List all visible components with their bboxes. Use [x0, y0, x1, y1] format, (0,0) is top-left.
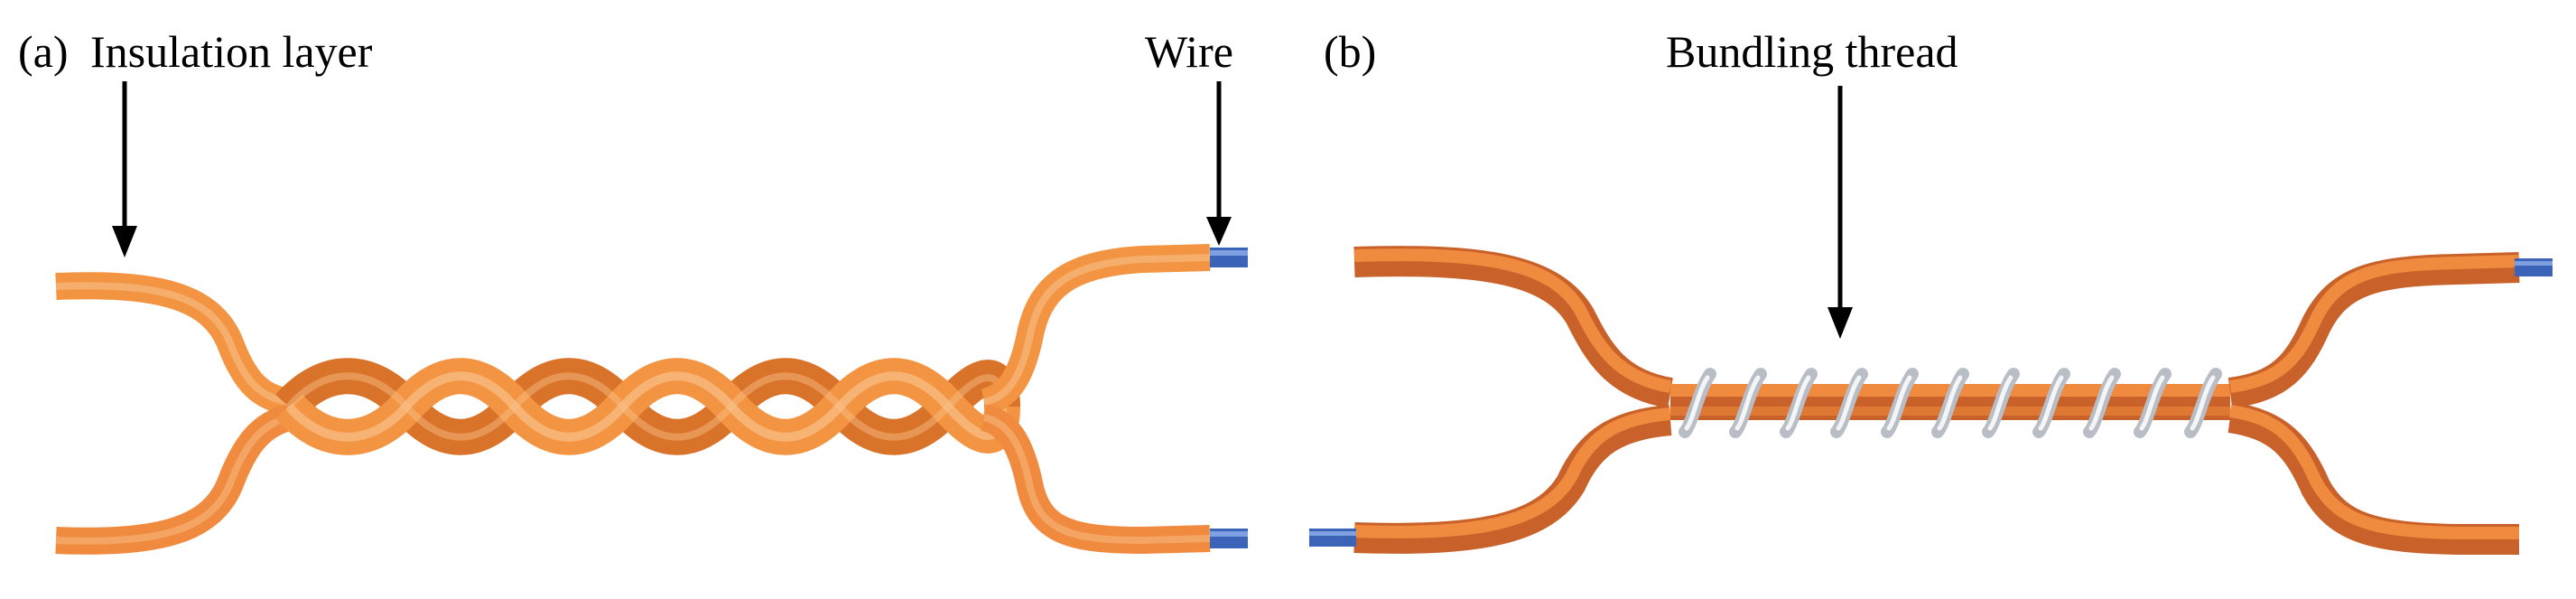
thread-wrap-highlight: [1734, 375, 1761, 431]
thread-wrap-highlight: [1987, 375, 2013, 431]
wire-label: Wire: [1145, 26, 1233, 77]
panel-a-tag: (a): [18, 26, 69, 77]
wire-cores-a: [1210, 248, 1248, 548]
thread-wrap-highlight: [2190, 375, 2216, 431]
twisted-pair-section: [275, 358, 1020, 455]
bundling-thread-wraps: [1679, 368, 2222, 438]
thread-wrap-highlight: [1836, 375, 1862, 431]
thread-wrap-highlight: [2088, 375, 2115, 431]
thread-wrap-highlight: [2139, 375, 2165, 431]
wire-cores-b: [1309, 258, 2553, 547]
right-cable-ends-b: [2227, 252, 2520, 555]
panel-b: (b) Bundling thread: [1309, 26, 2553, 555]
thread-wrap-highlight: [1886, 375, 1912, 431]
thread-wrap-highlight: [1937, 375, 1963, 431]
bundling-thread-label: Bundling thread: [1666, 26, 1958, 77]
left-cable-ends-b: [1353, 246, 1674, 554]
thread-wrap-highlight: [1684, 375, 1710, 431]
right-cable-ends-a: [980, 244, 1211, 555]
thread-wrap-highlight: [1785, 375, 1811, 431]
wire-arrow: [1206, 81, 1232, 246]
panel-a: (a) Insulation layer Wire: [18, 26, 1248, 555]
left-cable-ends-a: [55, 272, 293, 555]
panel-b-tag: (b): [1324, 26, 1376, 77]
insulation-layer-label: Insulation layer: [90, 26, 373, 77]
insulation-arrow: [112, 81, 137, 257]
thread-wrap-highlight: [2038, 375, 2064, 431]
bundling-thread-arrow: [1827, 86, 1853, 339]
